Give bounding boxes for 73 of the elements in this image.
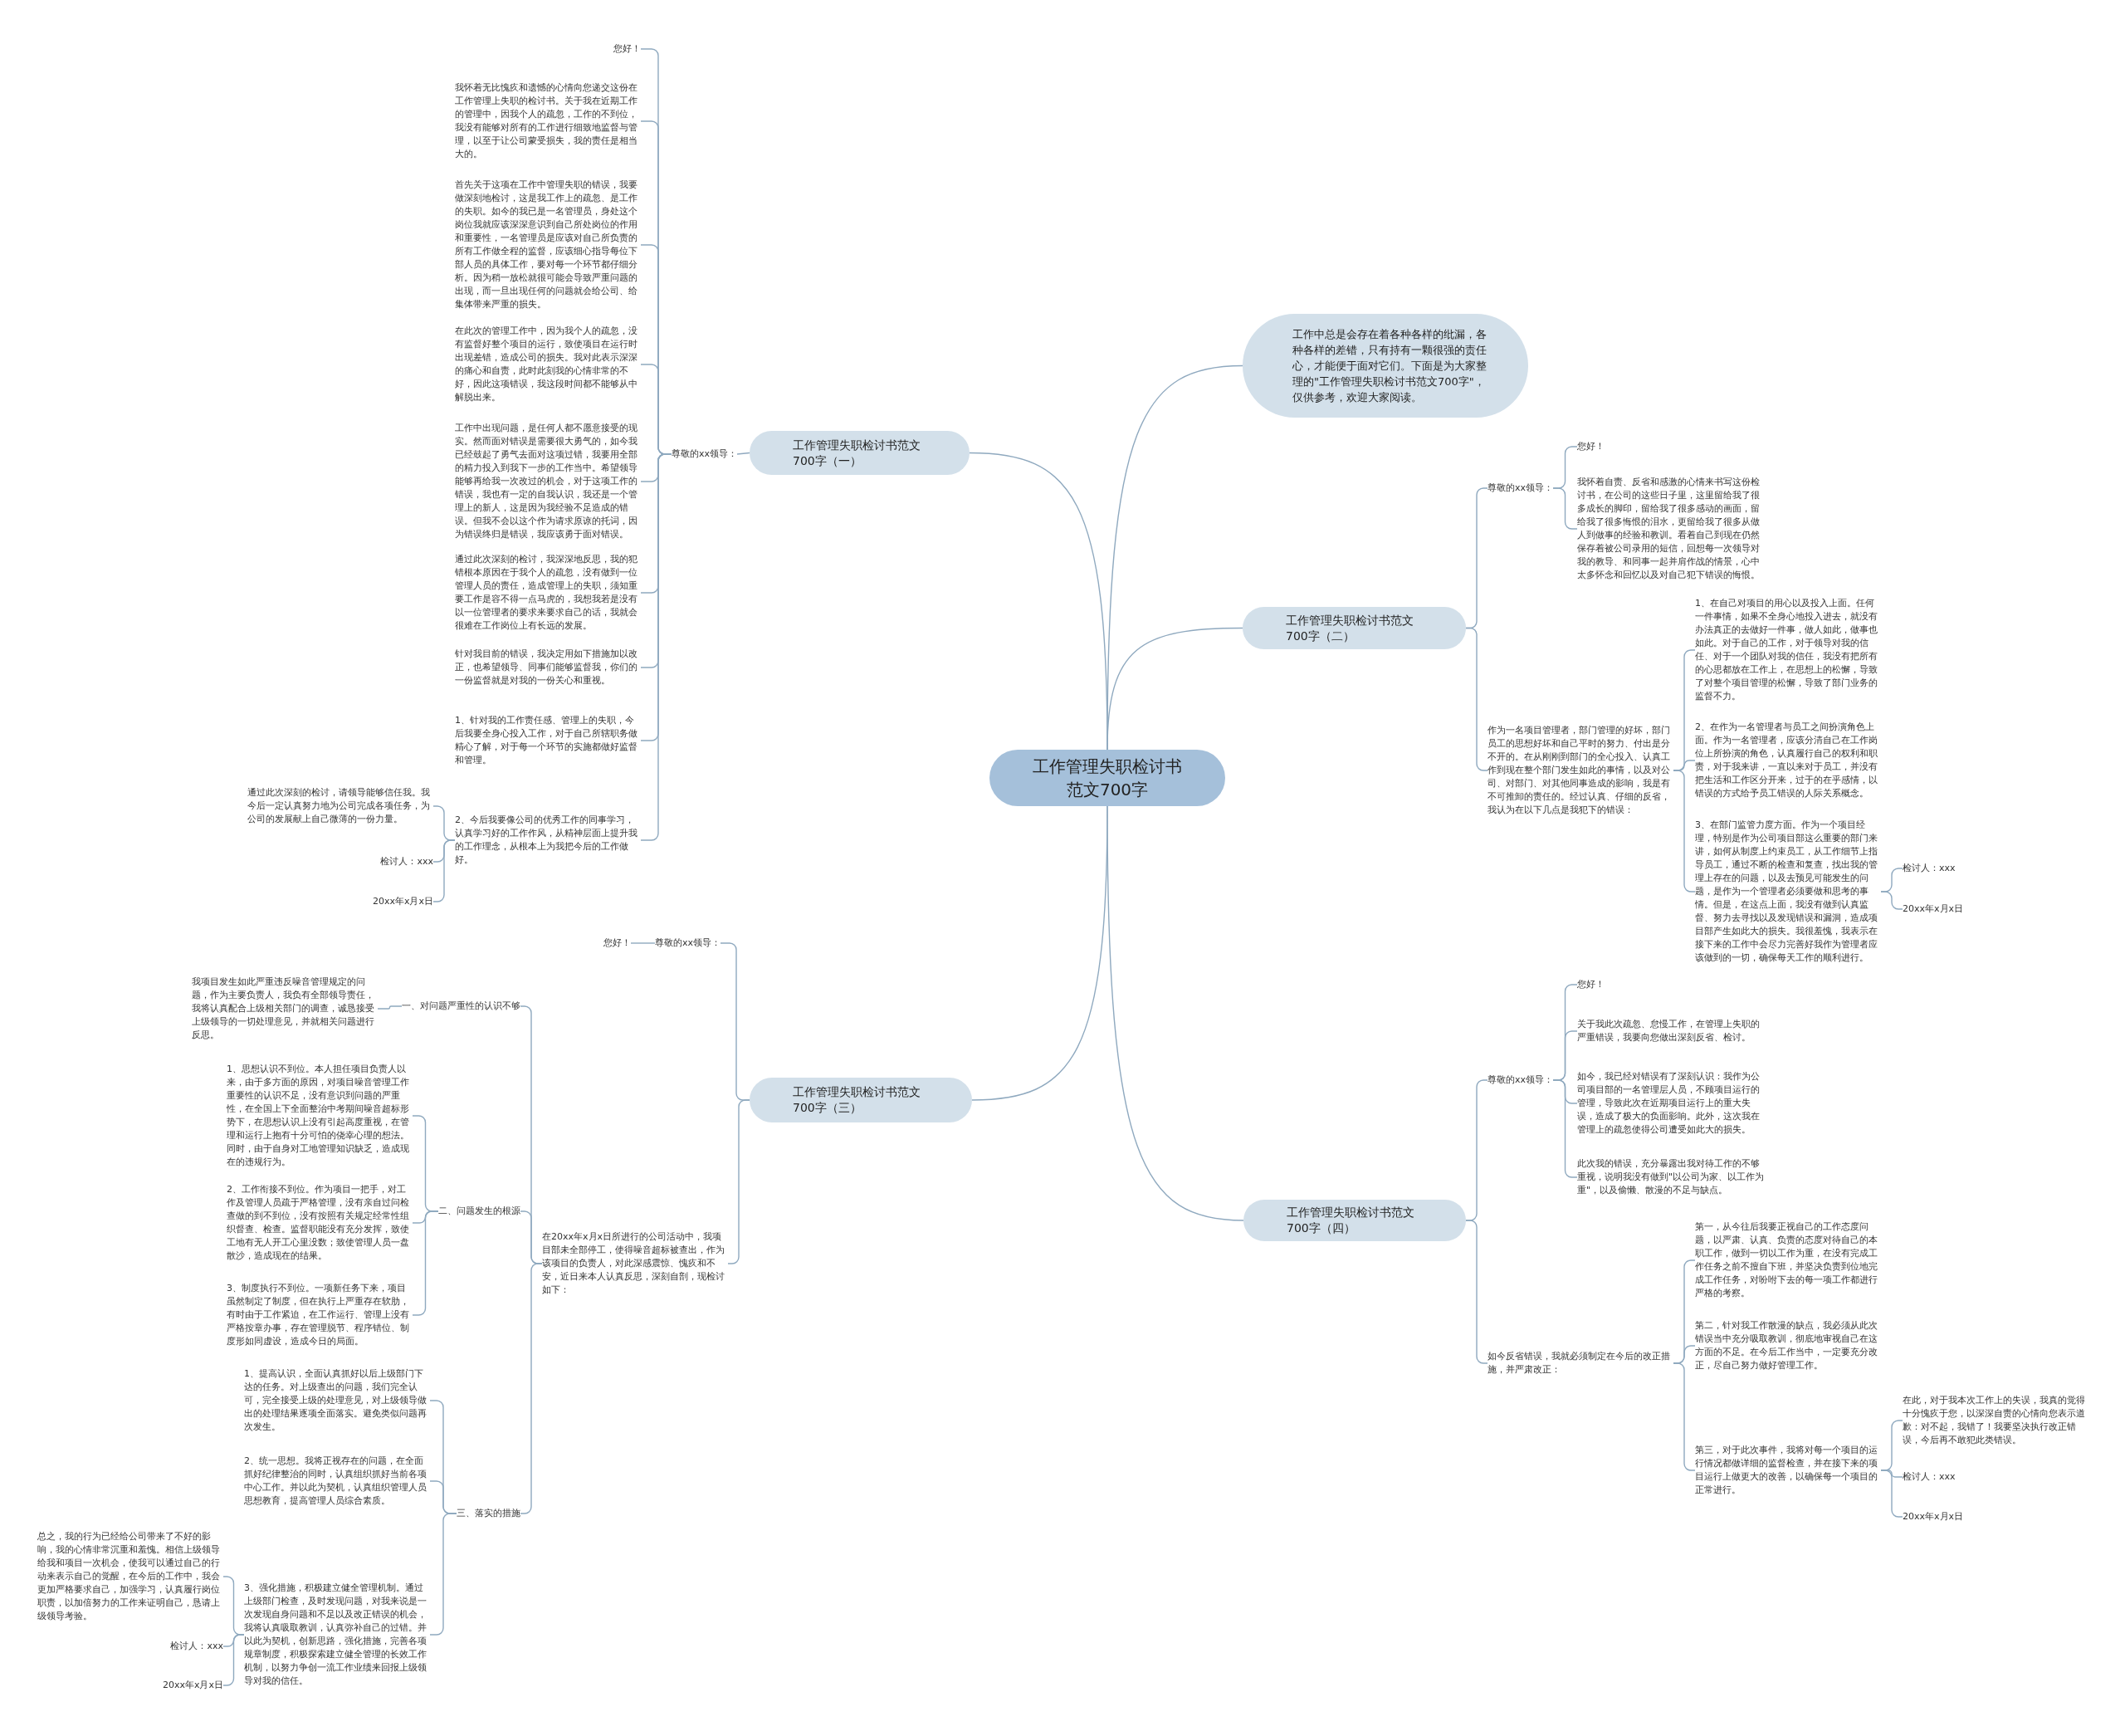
connector-line — [736, 452, 750, 455]
note-text: 检讨人：xxx — [380, 855, 433, 868]
note-text: 20xx年x月x日 — [372, 895, 433, 908]
note-text: 第一，从今往后我要正视自己的工作态度问题，以严肃、认真、负责的态度对待自己的本职工作，做到一切以工作为重，在没有完成工作任务之前不擅自下班，并坚决负责到位地完成工作任务，对吩咐下去的每一项工作都进行严格的考察。 — [1695, 1220, 1881, 1300]
connector-line — [727, 1099, 750, 1264]
note-text: 尊敬的xx领导： — [654, 936, 721, 950]
note-text: 尊敬的xx领导： — [1488, 482, 1554, 495]
note-text: 我项目发生如此严重违反噪音管理规定的问题，作为主要负责人，我负有全部领导责任，我将认真配合上级相关部门的调查，诚恳接受上级领导的一切处理意见，并就相关问题进行反思。 — [192, 976, 378, 1042]
note-text: 1、提高认识，全面认真抓好以后上级部门下达的任务。对上级查出的问题，我们完全认可，完全接受上级的处理意见，对上级领导做出的处理结果逐项全面落实。避免类似问题再次发生。 — [244, 1367, 430, 1434]
connector-line — [1552, 487, 1578, 530]
note-text: 一、对问题严重性的认识不够 — [402, 1000, 520, 1013]
connector-line — [1106, 627, 1243, 751]
note-text: 第三，对于此次事件，我将对每一个项目的运行情况都做详细的监督检查，并在接下来的项目运行上做更大的改善，以确保每一个项目的正常进行。 — [1695, 1444, 1881, 1497]
note-text: 总之，我的行为已经给公司带来了不好的影响，我的心情非常沉重和羞愧。相信上级领导给我和项目一次机会，使我可以通过自己的行动来表示自己的觉醒，在今后的工作中，我会更加严格要求自己，加强学习，认真履行岗位职责，以加倍努力的工作来证明自己，恳请上级领导考验。 — [37, 1530, 223, 1623]
connector-line — [1106, 805, 1244, 1221]
note-text: 工作中出现问题，是任何人都不愿意接受的现实。然而面对错误是需要很大勇气的，如今我已经鼓起了勇气去面对这项过错，我要用全部的精力投入到我下一步的工作当中。希望领导能够再给我一次改过的机会，对于这项工作的错误，我也有一定的自我认识，我还是一个管理上的新人，这是因为我经验不足造成的错误。但我不会以这个作为请求原谅的托词，因为错误终归是错误，我应该勇于面对错误。 — [455, 422, 641, 541]
branch-topic: 工作管理失职检讨书范文700字（一） — [750, 431, 970, 475]
note-text: 在此，对于我本次工作上的失误，我真的觉得十分愧疚于您，以深深自责的心情向您表示道歉：对不起，我错了！我要坚决执行改正错误，今后再不敢犯此类错误。 — [1903, 1394, 2088, 1447]
branch-topic: 工作管理失职检讨书范文700字（四） — [1243, 1200, 1466, 1241]
connector-line — [1880, 1469, 1903, 1518]
note-text: 尊敬的xx领导： — [671, 447, 737, 461]
note-text: 如今反省错误，我就必须制定在今后的改正措施，并严肃改正： — [1488, 1350, 1673, 1377]
note-text: 关于我此次疏忽、怠慢工作，在管理上失职的严重错误，我要向您做出深刻反省、检讨。 — [1577, 1018, 1768, 1044]
note-text: 尊敬的xx领导： — [1488, 1073, 1554, 1087]
note-text: 我怀着无比愧疚和遗憾的心情向您递交这份在工作管理上失职的检讨书。关于我在近期工作的管理中，因我个人的疏忽，工作的不到位，我没有能够对所有的工作进行细致地监督与管理，以至于让公司蒙受损失，我的责任是相当大的。 — [455, 81, 641, 161]
connector-line — [1673, 770, 1696, 892]
central-topic: 工作管理失职检讨书范文700字 — [989, 750, 1225, 806]
intro-bubble: 工作中总是会存在着各种各样的纰漏，各种各样的差错，只有持有一颗很强的责任心，才能便于面对它们。下面是为大家整理的"工作管理失职检讨书范文700字"，仅供参考，欢迎大家阅读。 — [1243, 314, 1528, 418]
note-text: 20xx年x月x日 — [1903, 902, 1964, 916]
note-text: 首先关于这项在工作中管理失职的错误，我要做深刻地检讨，这是我工作上的疏忽、是工作的失职。如今的我已是一名管理员，身处这个岗位我就应该深深意识到自己所处岗位的作用和重要性，一名管理员是应该对自己所负责的所有工作做全程的监督，应该细心指导每位下部人员的具体工作，要对每一个环节都仔细分析。因为稍一放松就很可能会导致严重问题的出现，而一旦出现任何的问题就会给公司、给集体带来严重的损失。 — [455, 178, 641, 311]
note-text: 1、针对我的工作责任感、管理上的失职，今后我要全身心投入工作，对于自己所辖职务做精心了解，对于每一个环节的实施都做好监督和管理。 — [455, 714, 641, 767]
note-text: 3、强化措施，积极建立健全管理机制。通过上级部门检查，及时发现问题，对我来说是一次发现自身问题和不足以及改正错误的机会，我将认真吸取教训，认真弥补自己的过错。并以此为契机，创新思路，强化措施，完善各项规章制度，积极探索建立健全管理的长效工作机制，以努力争创一流工作业绩来回报上级领导对我的信任。 — [244, 1582, 430, 1688]
note-text: 您好！ — [1577, 978, 1605, 991]
connector-line — [432, 839, 456, 902]
note-text: 2、工作衔接不到位。作为项目一把手，对工作及管理人员疏于严格管理，没有亲自过问检查做的到不到位，没有按照有关规定经常性组织督查、检查。监督职能没有充分发挥，致使工地有无人开工心里没数；致使管理人员一盘散沙，造成现在的结果。 — [227, 1183, 413, 1263]
connector-line — [1673, 1362, 1696, 1471]
note-text: 此次我的错误，充分暴露出我对待工作的不够重视，说明我没有做到"以公司为家、以工作为重"，以及偷懒、散漫的不足与缺点。 — [1577, 1157, 1768, 1197]
note-text: 我怀着自责、反省和感激的心情来书写这份检讨书，在公司的这些日子里，这里留给我了很多成长的脚印，留给我了很多感动的画面，留给我了很多悔恨的泪水，更留给我了很多从做人到做事的经验和教训。看着自己到现在仍然保存着被公司录用的短信，回想每一次领导对我的教导、和同事一起并肩作战的情景，心中太多怀念和回忆以及对自己犯下错误的悔恨。 — [1577, 476, 1768, 582]
connector-line — [1465, 627, 1488, 771]
connector-line — [520, 1263, 543, 1514]
connector-line — [377, 1005, 403, 1010]
note-text: 1、在自己对项目的用心以及投入上面。任何一件事情，如果不全身心地投入进去，就没有办法真正的去做好一件事，做人如此，做事也如此。对于自己的工作，对于领导对我的信任、对于一个团队对我的信任，我没有把所有的心思都放在工作上，在思想上的松懈，导致了对整个项目管理的松懈，导致了部门业务的监督不力。 — [1695, 597, 1881, 703]
note-text: 您好！ — [1577, 440, 1605, 453]
note-text: 您好！ — [613, 42, 641, 56]
connector-line — [1465, 1220, 1488, 1364]
note-text: 20xx年x月x日 — [162, 1679, 223, 1692]
note-text: 检讨人：xxx — [170, 1640, 223, 1653]
note-text: 在此次的管理工作中，因为我个人的疏忽，没有监督好整个项目的运行，致使项目在运行时出现差错，造成公司的损失。我对此表示深深的痛心和自责，此时此刻我的心情非常的不好，因此这项错误，我这段时间都不能够从中解脱出来。 — [455, 325, 641, 404]
note-text: 3、在部门监管力度方面。作为一个项目经理，特别是作为公司项目部这么重要的部门来讲，如何从制度上约束员工，从工作细节上指导员工，通过不断的检查和复查，找出我的管理上存在的问题，以及去预见可能发生的问题，是作为一个管理者必须要做和思考的事情。但是，在这点上面，我没有做到认真监督、努力去寻找以及发现错误和漏洞，造成项目部产生如此大的损失。我很羞愧，我表示在接下来的工作中会尽力完善好我作为管理者应该做到的一切，确保每天工作的顺利进行。 — [1695, 819, 1881, 965]
note-text: 作为一名项目管理者，部门管理的好坏，部门员工的思想好坏和自己平时的努力、付出是分不开的。在从刚刚到部门的全心投入、认真工作到现在整个部门发生如此的事情，以及对公司、对部门、对其他同事造成的影响，我是有不可推卸的责任的。经过认真、仔细的反省，我认为在以下几点是我犯下的错误： — [1488, 724, 1673, 817]
note-text: 2、统一思想。我将正视存在的问题，在全面抓好纪律整治的同时，认真组织抓好当前各项中心工作。并以此为契机，认真组织管理人员思想教育，提高管理人员综合素质。 — [244, 1455, 430, 1508]
note-text: 2、今后我要像公司的优秀工作的同事学习，认真学习好的工作作风，从精神层面上提升我的工作理念，从根本上为我把今后的工作做好。 — [455, 814, 641, 867]
note-text: 三、落实的措施 — [457, 1507, 520, 1520]
note-text: 二、问题发生的根源 — [438, 1205, 520, 1218]
note-text: 如今，我已经对错误有了深刻认识：我作为公司项目部的一名管理层人员，不顾项目运行的管理，导致此次在近期项目运行上的重大失误，造成了极大的负面影响。此外，这次我在管理上的疏忽使得公司遭受如此大的损失。 — [1577, 1070, 1768, 1137]
note-text: 20xx年x月x日 — [1903, 1510, 1964, 1523]
note-text: 针对我目前的错误，我决定用如下措施加以改正，也希望领导、同事们能够监督我，你们的一份监督就是对我的一份关心和重视。 — [455, 648, 641, 687]
note-text: 通过此次深刻的检讨，请领导能够信任我。我今后一定认真努力地为公司完成各项任务，为公司的发展献上自己微薄的一份力量。 — [247, 786, 433, 826]
note-text: 在20xx年x月x日所进行的公司活动中，我项目部未全部停工，使得噪音超标被查出，作为该项目的负责人，对此深感震惊、愧疚和不安，近日来本人认真反思，深刻自剖，现检讨如下： — [542, 1230, 728, 1297]
connector-line — [1880, 891, 1903, 910]
note-text: 您好！ — [603, 936, 631, 950]
branch-topic: 工作管理失职检讨书范文700字（三） — [750, 1078, 972, 1122]
note-text: 检讨人：xxx — [1903, 1470, 1956, 1484]
note-text: 检讨人：xxx — [1903, 862, 1956, 875]
connector-line — [1552, 1079, 1578, 1178]
note-text: 通过此次深刻的检讨，我深深地反思，我的犯错根本原因在于我个人的疏忽，没有做到一位管理人员的责任，造成管理上的失职，须知重要工作是容不得一点马虎的，我想我若是没有以一位管理者的要求来要求自己的话，我就会很难在工作岗位上有长远的发展。 — [455, 553, 641, 633]
branch-topic: 工作管理失职检讨书范文700字（二） — [1243, 607, 1466, 649]
note-text: 2、在作为一名管理者与员工之间扮演角色上面。作为一名管理者，应该分清自己在工作岗位上所扮演的角色，认真履行自己的权利和职责，对于我来讲，一直以来对于员工，并没有把生活和工作区分开来，过于的在乎感情，以错误的方式给予员工错误的人际关系概念。 — [1695, 721, 1881, 800]
note-text: 3、制度执行不到位。一项新任务下来，项目虽然制定了制度，但在执行上严重存在软肋，有时由于工作紧迫，在工作运行、管理上没有严格按章办事，存在管理脱节、程序错位、制度形如同虚设，造成今日的局面。 — [227, 1282, 413, 1348]
connector-line — [630, 942, 656, 944]
note-text: 1、思想认识不到位。本人担任项目负责人以来，由于多方面的原因，对项目噪音管理工作重要性的认识不足，没有意识到问题的严重性，在全国上下全面整治中考期间噪音超标形势下，在思想认识上没有引起高度重视，在管理和运行上抱有十分可怕的侥幸心理的想法。同时，由于自身对工地管理知识缺乏，造成现在的违规行为。 — [227, 1063, 413, 1169]
note-text: 第二，针对我工作散漫的缺点，我必须从此次错误当中充分吸取教训，彻底地审视自己在这方面的不足。在今后工作当中，一定要充分改正，尽自己努力做好管理工作。 — [1695, 1319, 1881, 1372]
connector-line — [222, 1634, 245, 1686]
